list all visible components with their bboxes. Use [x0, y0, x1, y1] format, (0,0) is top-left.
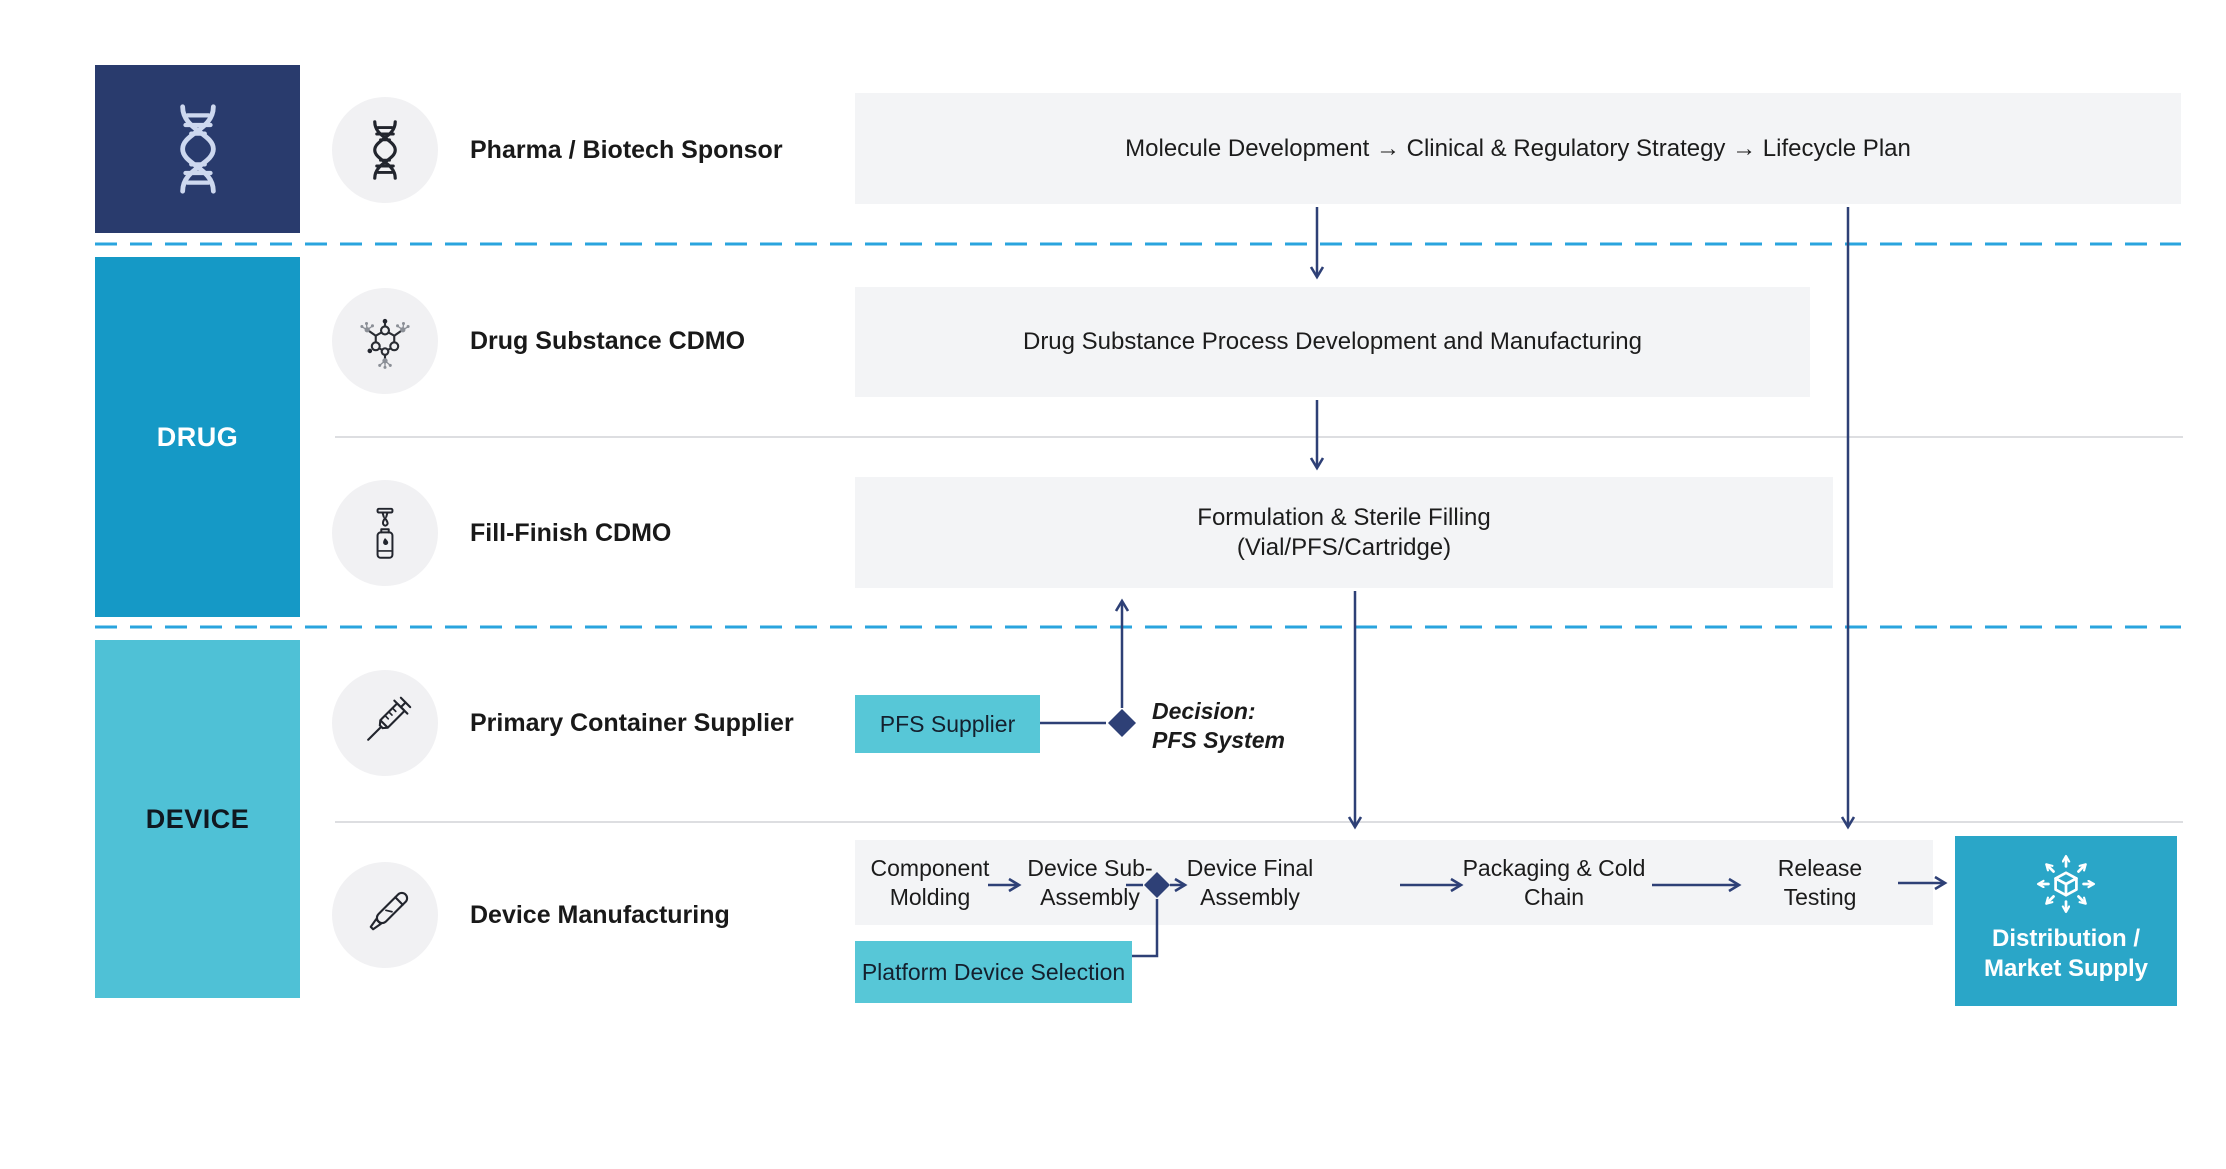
- molecule-icon: [352, 308, 418, 374]
- sponsor-icon-circle: [332, 97, 438, 203]
- distribution-label-line2: Market Supply: [1983, 955, 2149, 982]
- platform-device-selection-label: Platform Device Selection: [861, 958, 1126, 985]
- dna-helix-light-icon: [150, 101, 246, 197]
- stage-release-testing: Release Testing: [1745, 848, 1895, 918]
- row-label-sponsor: Pharma / Biotech Sponsor: [470, 135, 783, 164]
- stage-text: Device Sub-: [1027, 855, 1153, 881]
- stage-text: Assembly: [1200, 884, 1300, 910]
- stage-text: Molding: [889, 884, 971, 910]
- stage-component-molding: Component Molding: [850, 848, 1010, 918]
- distribution-box: Distribution / Market Supply: [1955, 836, 2177, 1006]
- pfs-decision-diamond: [1108, 709, 1136, 737]
- drug-lane-block: DRUG: [95, 257, 300, 617]
- fill-finish-icon-circle: [332, 480, 438, 586]
- decision-note-line1: Decision:: [1152, 698, 1256, 724]
- injector-pen-icon: [352, 882, 418, 948]
- drug-lane-label: DRUG: [156, 421, 239, 452]
- device-manufacturing-icon-circle: [332, 862, 438, 968]
- sponsor-process-text: Molecule Development → Clinical & Regula…: [1125, 134, 1911, 162]
- distribution-label-line1: Distribution /: [1992, 925, 2140, 952]
- distribution-network-icon: [2026, 844, 2106, 924]
- dna-icon: [353, 118, 417, 182]
- syringe-icon: [352, 690, 418, 756]
- stage-text: Component: [870, 855, 990, 881]
- row-label-fill-finish: Fill-Finish CDMO: [470, 518, 672, 547]
- platform-device-selection-box: Platform Device Selection: [855, 941, 1132, 1003]
- fill-finish-process-bar: Formulation & Sterile Filling (Vial/PFS/…: [855, 477, 1833, 588]
- drug-substance-process-text: Drug Substance Process Development and M…: [1022, 328, 1642, 355]
- row-label-drug-substance: Drug Substance CDMO: [470, 326, 746, 355]
- fill-finish-process-text-line2: (Vial/PFS/Cartridge): [1236, 533, 1452, 561]
- stage-text: Chain: [1523, 884, 1585, 910]
- stage-text: Packaging & Cold: [1462, 855, 1646, 881]
- fill-finish-process-text-line1: Formulation & Sterile Filling: [1197, 503, 1491, 531]
- drug-substance-icon-circle: [332, 288, 438, 394]
- row-label-device-manufacturing: Device Manufacturing: [470, 900, 730, 929]
- sponsor-process-bar: Molecule Development → Clinical & Regula…: [855, 93, 2181, 204]
- pfs-supplier-box: PFS Supplier: [855, 695, 1040, 753]
- stage-packaging-cold-chain: Packaging & Cold Chain: [1454, 848, 1654, 918]
- vial-icon: [354, 502, 416, 564]
- decision-note: Decision: PFS System: [1152, 697, 1285, 755]
- device-process-bar: [855, 840, 1933, 925]
- pfs-supplier-label: PFS Supplier: [879, 710, 1016, 737]
- stage-text: Device Final: [1186, 855, 1314, 881]
- stage-text: Assembly: [1040, 884, 1140, 910]
- sponsor-lane-block: [95, 65, 300, 233]
- device-lane-label: DEVICE: [145, 803, 250, 834]
- drug-substance-process-bar: Drug Substance Process Development and M…: [855, 287, 1810, 397]
- stage-device-sub-assembly: Device Sub- Assembly: [1020, 848, 1160, 918]
- primary-container-icon-circle: [332, 670, 438, 776]
- decision-note-line2: PFS System: [1152, 727, 1285, 753]
- device-lane-block: DEVICE: [95, 640, 300, 998]
- stage-text: Testing: [1783, 884, 1857, 910]
- stage-device-final-assembly: Device Final Assembly: [1170, 848, 1330, 918]
- row-label-primary-container: Primary Container Supplier: [470, 708, 794, 737]
- stage-text: Release: [1777, 855, 1863, 881]
